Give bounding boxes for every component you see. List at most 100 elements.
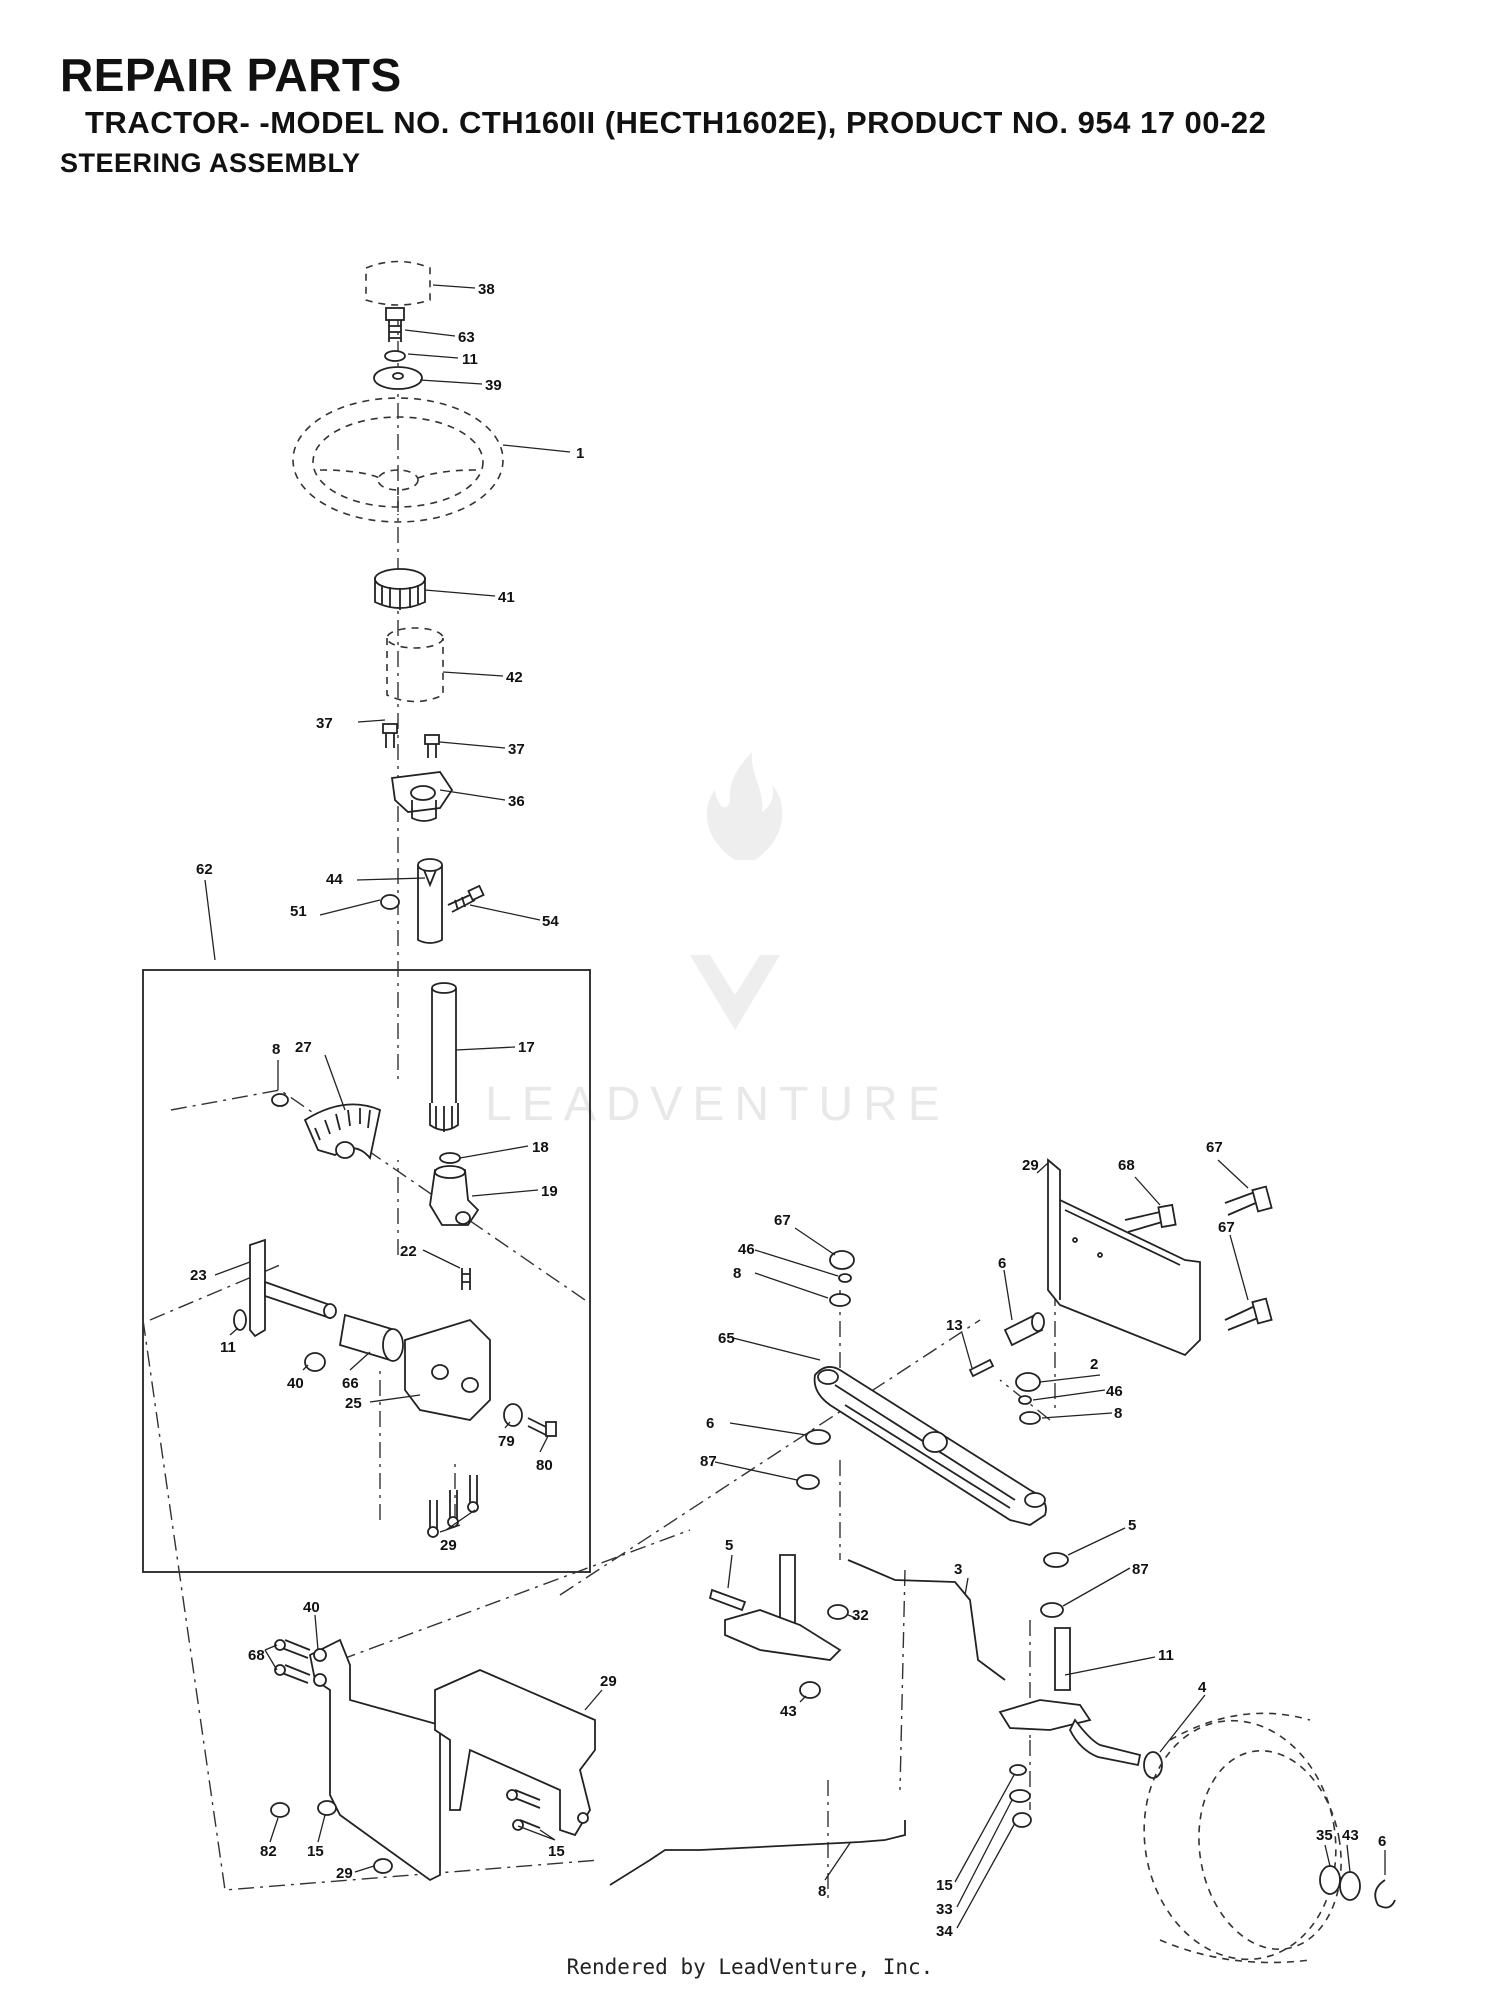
part-63-bolt [385, 307, 405, 342]
callout-label: 3 [954, 1561, 962, 1578]
part-10-tie-rod [609, 1820, 906, 1886]
part-22-set-screw [461, 1268, 471, 1290]
callout-label: 68 [1118, 1157, 1135, 1174]
callout-label: 8 [818, 1883, 826, 1900]
part-8-hairpin [271, 1093, 289, 1107]
part-32-drag-link [847, 1559, 1006, 1681]
kit-62-inset-box [142, 969, 591, 1573]
part-87-washer-left [805, 1429, 831, 1445]
callout-label: 43 [1342, 1827, 1359, 1844]
callout-label: 38 [478, 281, 495, 298]
callout-label: 15 [307, 1843, 324, 1860]
callout-label: 51 [290, 903, 307, 920]
callout-label: 35 [1316, 1827, 1333, 1844]
callout-label: 43 [780, 1703, 797, 1720]
callout-label: 41 [498, 589, 515, 606]
part-46-cap-right [1015, 1372, 1041, 1392]
callout-label: 11 [1158, 1647, 1174, 1664]
callout-label: 17 [518, 1039, 535, 1056]
part-5-washer-right [1040, 1602, 1064, 1618]
part-44-shaft [417, 858, 443, 944]
part-46-cap [829, 1250, 855, 1270]
part-19-pinion-gear [429, 1165, 480, 1226]
callout-label: 4 [1198, 1679, 1207, 1696]
callout-label: 63 [458, 329, 475, 346]
part-8-clip-right [1018, 1395, 1032, 1405]
callout-label: 29 [600, 1673, 617, 1690]
callout-label: 29 [336, 1865, 353, 1882]
part-15-nut-b [317, 1800, 337, 1816]
callout-label: 6 [1378, 1833, 1386, 1850]
callout-label: 2 [1090, 1356, 1098, 1373]
part-68-frame-bracket-right [1047, 1158, 1201, 1357]
part-37-screws [382, 723, 440, 758]
section-title: STEERING ASSEMBLY [60, 148, 361, 178]
callout-labels: 38 63 11 39 1 41 42 37 37 36 62 44 51 54… [190, 281, 1386, 1940]
callout-label: 40 [287, 1375, 304, 1392]
part-8-clip-outer [1374, 1879, 1396, 1909]
part-11-lock-washer [384, 350, 406, 362]
part-11-washer-spindle [827, 1604, 849, 1620]
callout-label: 23 [190, 1267, 207, 1284]
part-13-bushing [1003, 1312, 1045, 1347]
callout-label: 46 [1106, 1383, 1123, 1400]
callout-label: 15 [548, 1843, 565, 1860]
part-43-washer-outer [1319, 1865, 1341, 1895]
part-36-bracket [390, 771, 454, 822]
callout-label: 87 [1132, 1561, 1149, 1578]
part-23-pivot-shaft [249, 1238, 337, 1338]
callout-label: 67 [1218, 1219, 1235, 1236]
callout-label: 5 [725, 1537, 733, 1554]
callout-label: 36 [508, 793, 525, 810]
part-54-bolt [447, 884, 485, 913]
callout-label: 33 [936, 1901, 953, 1918]
watermark-text: LEADVENTURE [485, 1078, 950, 1131]
part-33-washer [1009, 1764, 1027, 1776]
callout-label: 18 [532, 1139, 549, 1156]
front-tire [1143, 1712, 1342, 1964]
callout-label: 6 [998, 1255, 1006, 1272]
callout-label: 5 [1128, 1517, 1136, 1534]
part-65-pin [968, 1358, 995, 1378]
part-40-nut [799, 1681, 821, 1699]
callout-label: 79 [498, 1433, 515, 1450]
part-4-spindle-right [998, 1627, 1142, 1767]
callout-label: 34 [936, 1923, 953, 1940]
callout-label: 8 [1114, 1405, 1122, 1422]
watermark-logo-icon [690, 752, 783, 1030]
part-18-washer [439, 1152, 461, 1164]
part-87-washer-right [1043, 1552, 1069, 1568]
part-25-bracket [404, 1318, 491, 1421]
part-34-washer [1009, 1789, 1031, 1803]
part-6-washer-right [1019, 1411, 1041, 1425]
part-2-front-axle [813, 1366, 1047, 1526]
callout-label: 65 [718, 1330, 735, 1347]
callout-label: 46 [738, 1241, 755, 1258]
part-5-washer-left [796, 1474, 820, 1490]
callout-label: 29 [1022, 1157, 1039, 1174]
part-67-bolts [1124, 1185, 1273, 1331]
callout-label: 62 [196, 861, 213, 878]
part-43-washer [1143, 1751, 1163, 1779]
part-80-bolt [527, 1417, 557, 1437]
part-42-bushing [386, 627, 444, 703]
callout-label: 11 [462, 351, 478, 368]
callout-label: 8 [272, 1041, 280, 1058]
part-27-sector-gear [303, 1103, 382, 1161]
callout-label: 15 [936, 1877, 953, 1894]
callout-label: 22 [400, 1243, 417, 1260]
callout-label: 44 [326, 871, 343, 888]
part-66-bushing [338, 1313, 404, 1362]
page-title: REPAIR PARTS [60, 49, 402, 101]
callout-label: 37 [508, 741, 525, 758]
callout-label: 40 [303, 1599, 320, 1616]
callout-label: 29 [440, 1537, 457, 1554]
part-3-spindle-left [708, 1554, 842, 1661]
part-51-nut [380, 894, 400, 910]
part-8-clip [838, 1273, 852, 1283]
callout-label: 8 [733, 1265, 741, 1282]
callout-label: 67 [1206, 1139, 1223, 1156]
callout-label: 54 [542, 913, 559, 930]
part-35-nut [1012, 1812, 1032, 1828]
part-17-steering-shaft [429, 982, 459, 1132]
